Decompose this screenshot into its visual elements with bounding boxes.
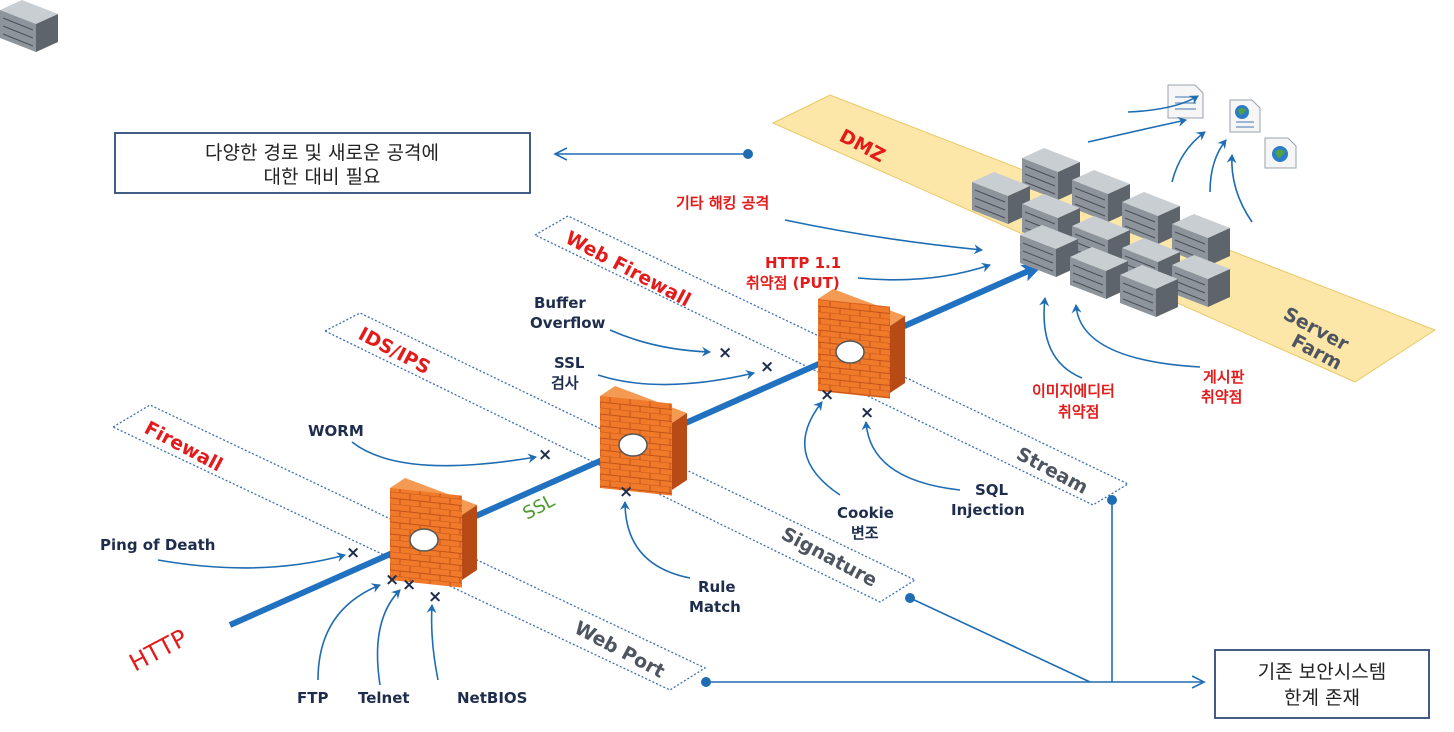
ftp-label: FTP <box>297 689 328 707</box>
x-mark: × <box>619 482 633 502</box>
box-existing-limits-line1: 기존 보안시스템 <box>1258 661 1386 683</box>
firewall-2-icon <box>600 386 687 496</box>
image-editor-label-2: 취약점 <box>1058 403 1099 421</box>
box-existing-limits-line2: 한계 존재 <box>1284 687 1360 709</box>
web-firewall-layer-band <box>533 215 1130 506</box>
x-mark: × <box>385 570 399 590</box>
connector-dot <box>905 593 915 603</box>
buffer-overflow-label-2: Overflow <box>530 314 606 332</box>
firewall-1-icon <box>390 478 477 588</box>
board-label-1: 게시판 <box>1203 368 1245 386</box>
worm-label: WORM <box>308 422 364 440</box>
http11-label-1: HTTP 1.1 <box>765 254 841 272</box>
box-new-attacks: 다양한 경로 및 새로운 공격에 대한 대비 필요 <box>114 132 531 194</box>
cookie-label-2: 변조 <box>851 524 879 542</box>
other-hacking-label: 기타 해킹 공격 <box>676 194 769 212</box>
connector-dot <box>701 677 711 687</box>
connector-dot <box>1107 495 1117 505</box>
firewall-3-icon <box>818 289 905 399</box>
x-mark: × <box>820 385 834 405</box>
x-mark: × <box>428 587 442 607</box>
sql-injection-label-1: SQL <box>975 481 1009 499</box>
http11-label-2: 취약점 (PUT) <box>746 274 840 292</box>
stream-label: Stream <box>1013 443 1092 499</box>
document-globe-icon-1 <box>1229 99 1261 133</box>
ping-of-death-label: Ping of Death <box>100 536 215 554</box>
server-output-arrows <box>1087 95 1253 223</box>
box-new-attacks-line1: 다양한 경로 및 새로운 공격에 <box>205 142 439 164</box>
sql-injection-label-2: Injection <box>951 501 1025 519</box>
x-mark: × <box>860 403 874 423</box>
x-mark: × <box>718 343 732 363</box>
server-farm-icon <box>0 0 1231 318</box>
box-new-attacks-line2: 대한 대비 필요 <box>264 166 381 188</box>
ssl-inspection-label-1: SSL <box>554 354 585 372</box>
connector-lines <box>555 154 1204 682</box>
firewall-layer-band <box>111 404 707 691</box>
board-label-2: 취약점 <box>1201 388 1242 406</box>
document-globe-icon-2 <box>1264 137 1297 169</box>
rule-match-label-1: Rule <box>698 578 736 596</box>
rule-match-label-2: Match <box>689 598 741 616</box>
http-label: HTTP <box>125 624 192 678</box>
x-marks: × × × × × × × × × × <box>346 343 874 607</box>
x-mark: × <box>402 575 416 595</box>
attack-arrows <box>157 219 1201 686</box>
x-mark: × <box>538 445 552 465</box>
x-mark: × <box>760 357 774 377</box>
image-editor-label-1: 이미지에디터 <box>1032 382 1115 400</box>
cookie-label-1: Cookie <box>837 504 894 522</box>
netbios-label: NetBIOS <box>457 689 527 707</box>
buffer-overflow-label-1: Buffer <box>534 294 586 312</box>
telnet-label: Telnet <box>358 689 410 707</box>
box-existing-limits: 기존 보안시스템 한계 존재 <box>1214 649 1430 719</box>
ssl-inspection-label-2: 검사 <box>551 374 579 392</box>
x-mark: × <box>346 543 360 563</box>
connector-dot <box>743 149 753 159</box>
